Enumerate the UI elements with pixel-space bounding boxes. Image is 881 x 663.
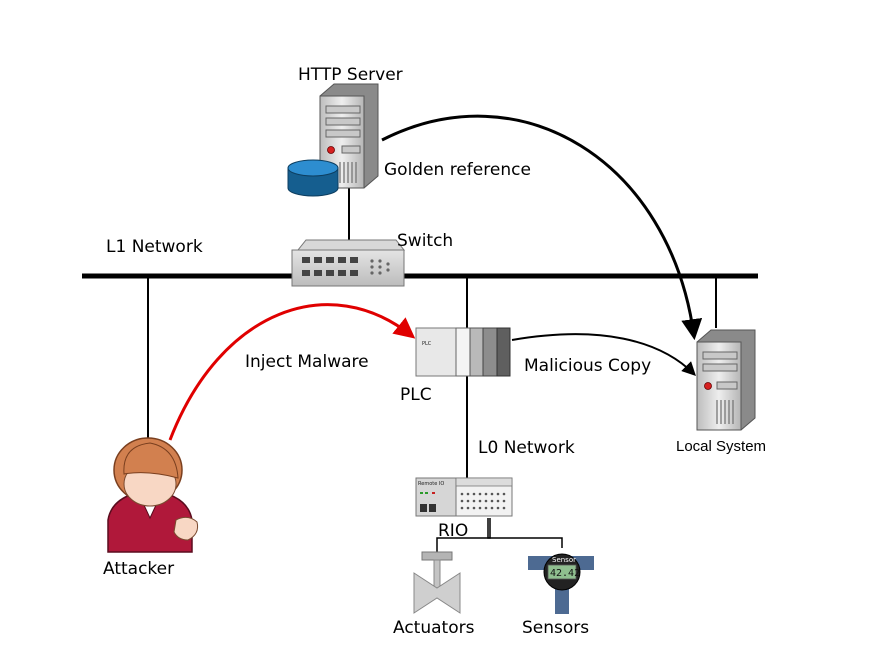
sensor[interactable]: Sensor 42.42 Sensors — [522, 553, 594, 638]
attacker-label: Attacker — [103, 559, 174, 579]
http-server[interactable]: HTTP Server — [287, 65, 403, 197]
sensor-reading: 42.42 — [550, 568, 580, 579]
actuator[interactable]: Actuators — [393, 551, 475, 638]
rio-icon: Remote IO — [415, 477, 513, 517]
person-icon — [107, 437, 199, 553]
sensors-label: Sensors — [522, 618, 589, 638]
actuators-label: Actuators — [393, 618, 475, 638]
rio-label: RIO — [438, 521, 468, 541]
golden-reference-label: Golden reference — [384, 160, 531, 180]
sensor-header-text: Sensor — [552, 556, 576, 564]
inject-malware-arrow — [168, 303, 416, 441]
local-system-label: Local System — [676, 438, 766, 455]
valve-icon — [413, 551, 461, 614]
server-icon — [319, 83, 379, 189]
rio-to-sensor-link — [487, 518, 563, 548]
rio-device-tag: Remote IO — [418, 481, 444, 487]
plc[interactable]: PLC PLC — [400, 327, 511, 405]
switch-icon — [291, 239, 406, 287]
malicious-copy-label: Malicious Copy — [524, 356, 651, 376]
rio[interactable]: Remote IO RIO — [415, 477, 513, 541]
plc-label: PLC — [400, 385, 432, 405]
l1-network-label: L1 Network — [106, 237, 203, 257]
plc-device-tag: PLC — [422, 341, 432, 347]
sensor-icon: Sensor 42.42 — [528, 553, 594, 614]
http-server-label: HTTP Server — [298, 65, 403, 85]
wires — [147, 188, 717, 552]
local-system[interactable]: Local System — [676, 329, 766, 455]
database-icon — [287, 159, 339, 197]
attacker[interactable]: Attacker — [103, 437, 199, 579]
plc-icon: PLC — [415, 327, 511, 377]
inject-malware-label: Inject Malware — [245, 352, 369, 372]
switch-label: Switch — [397, 231, 453, 251]
malicious-copy-arrow — [511, 333, 696, 376]
golden-reference-arrow — [381, 114, 703, 341]
rio-to-actuator-link — [436, 518, 491, 552]
server-icon — [696, 329, 756, 431]
l0-network-label: L0 Network — [478, 438, 575, 458]
network-switch[interactable]: Switch — [291, 231, 453, 287]
